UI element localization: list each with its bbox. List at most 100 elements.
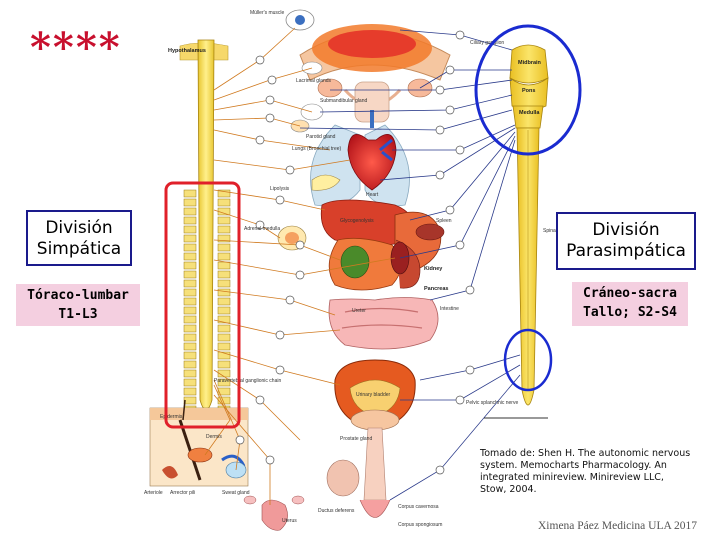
- sympathetic-highlight-box: [164, 181, 241, 429]
- ganglion-marker: [255, 135, 265, 145]
- sympathetic-segment: [217, 288, 231, 297]
- ganglion-marker: [445, 105, 455, 115]
- sympathetic-segment: [183, 207, 197, 216]
- label-lipolysis: Lipolysis: [270, 186, 290, 192]
- label-dermis: Dermis: [206, 434, 222, 440]
- sympathetic-segment: [217, 324, 231, 333]
- label-paravert: Paravertebral ganglionic chain: [214, 378, 281, 384]
- parasympathetic-region-label: Cráneo-sacra Tallo; S2-S4: [572, 282, 688, 326]
- label-corpus-cav: Corpus cavernosa: [398, 504, 439, 510]
- ganglion-marker: [465, 285, 475, 295]
- sympathetic-segment: [183, 198, 197, 207]
- ganglion-marker: [435, 85, 445, 95]
- ganglion-marker: [275, 365, 285, 375]
- label-pancreas: Pancreas: [424, 286, 448, 292]
- ganglion-marker: [455, 30, 465, 40]
- sympathetic-division-box: División Simpática: [26, 210, 132, 266]
- sympathetic-segment: [217, 378, 231, 387]
- sympathetic-segment: [217, 261, 231, 270]
- sympathetic-segment: [217, 279, 231, 288]
- sympathetic-segment: [217, 297, 231, 306]
- label-ductus: Ductus deferens: [318, 508, 355, 514]
- ganglion-marker: [455, 240, 465, 250]
- ganglion-marker: [265, 113, 275, 123]
- ganglion-marker: [265, 95, 275, 105]
- ganglion-marker: [265, 455, 275, 465]
- ganglion-marker: [435, 465, 445, 475]
- label-intestine: Intestine: [440, 306, 459, 312]
- sympathetic-segment: [217, 189, 231, 198]
- sympathetic-segment: [183, 378, 197, 387]
- label-mullers-muscle: Müller's muscle: [250, 10, 285, 16]
- sympathetic-segment: [183, 360, 197, 369]
- heading-marks: ****: [30, 24, 122, 71]
- sympathetic-segment: [183, 243, 197, 252]
- sympathetic-segment: [217, 225, 231, 234]
- parasympathetic-division-box: División Parasimpática: [556, 212, 696, 270]
- ganglia: [235, 30, 475, 475]
- sympathetic-segment: [217, 306, 231, 315]
- ganglion-marker: [275, 330, 285, 340]
- ganglion-marker: [465, 365, 475, 375]
- label-adrenal: Adrenal medulla: [244, 226, 280, 232]
- sympathetic-line1: División: [45, 218, 113, 238]
- label-bladder: Urinary bladder: [356, 392, 391, 398]
- anatomical-labels: Müller's muscle Hypothalamus Lacrimal gl…: [144, 10, 568, 528]
- sympathetic-segment: [217, 198, 231, 207]
- sympathetic-segment: [217, 351, 231, 360]
- label-midbrain: Midbrain: [518, 60, 542, 66]
- label-epidermis: Epidermis: [160, 414, 183, 420]
- ganglion-marker: [285, 165, 295, 175]
- sympathetic-segment: [183, 261, 197, 270]
- sympathetic-segment: [183, 387, 197, 396]
- sympathetic-segment: [183, 225, 197, 234]
- label-parotid: Parotid gland: [306, 134, 336, 140]
- sympathetic-segment: [183, 351, 197, 360]
- sympathetic-segment: [217, 216, 231, 225]
- sympathetic-segment: [183, 252, 197, 261]
- sympathetic-segment: [183, 396, 197, 405]
- parasympathetic-line1: División: [592, 220, 660, 240]
- abdominal-organs: [277, 174, 445, 291]
- label-ureter: Ureter: [352, 308, 366, 314]
- ganglion-marker: [285, 295, 295, 305]
- sympathetic-segment: [183, 369, 197, 378]
- sympathetic-line2: Simpática: [36, 239, 122, 259]
- label-prostate: Prostate gland: [340, 436, 372, 442]
- sympathetic-region-line2: T1-L3: [58, 307, 98, 322]
- sympathetic-region-label: Tóraco-lumbar T1-L3: [16, 284, 140, 326]
- sympathetic-segment: [183, 288, 197, 297]
- sympathetic-segment: [183, 342, 197, 351]
- head-region: [179, 9, 451, 133]
- sympathetic-segment: [183, 270, 197, 279]
- label-arteriole: Arteriole: [144, 490, 163, 496]
- parasympathetic-spinal-cord: [509, 44, 549, 406]
- sympathetic-segment: [183, 306, 197, 315]
- sympathetic-segment: [217, 369, 231, 378]
- source-citation: Tomado de: Shen H. The autonomic nervous…: [480, 448, 691, 495]
- label-heart: Heart: [366, 192, 379, 198]
- parasympathetic-region-line2: Tallo; S2-S4: [583, 305, 677, 320]
- sympathetic-segment: [183, 324, 197, 333]
- sympathetic-segment: [183, 315, 197, 324]
- ganglion-marker: [445, 205, 455, 215]
- ganglion-marker: [445, 65, 455, 75]
- sympathetic-segment: [217, 270, 231, 279]
- sympathetic-segment: [217, 234, 231, 243]
- label-pelvic-nerve: Pelvic splanchnic nerve: [466, 400, 518, 406]
- sacral-highlight-circle: [503, 328, 553, 392]
- ganglion-marker: [295, 240, 305, 250]
- ganglion-marker: [455, 395, 465, 405]
- sympathetic-segment: [183, 333, 197, 342]
- ganglion-marker: [235, 435, 245, 445]
- sympathetic-segment: [183, 279, 197, 288]
- label-spleen: Spleen: [436, 218, 452, 224]
- thoracic-organs: [310, 110, 410, 207]
- ganglion-marker: [255, 220, 265, 230]
- parasympathetic-region-line1: Cráneo-sacra: [583, 286, 677, 301]
- pelvic-organs: [326, 297, 439, 518]
- label-medulla: Medulla: [519, 110, 540, 116]
- sympathetic-segment: [217, 243, 231, 252]
- sympathetic-segment: [217, 252, 231, 261]
